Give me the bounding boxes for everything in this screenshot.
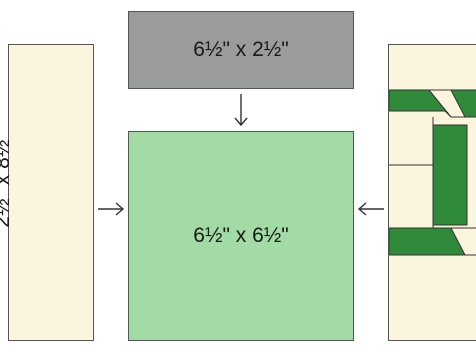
top-piece-dimension-label: 6½" x 2½" (193, 38, 289, 61)
top-fabric-piece (128, 11, 354, 89)
bottom-corner-triangle (450, 227, 476, 256)
arrow-right-icon (98, 202, 125, 216)
arrow-left-icon (357, 202, 384, 216)
arrow-down-icon (234, 94, 248, 127)
center-fabric-piece (128, 131, 354, 341)
top-corner-triangle (427, 89, 466, 118)
center-piece-dimension-label: 6½" x 6½" (193, 224, 289, 247)
left-piece-dimension-text: 2½" x 8½" (0, 132, 15, 228)
right-pieced-block (388, 44, 476, 341)
right-block-pattern (389, 89, 476, 256)
left-fabric-piece (8, 44, 94, 341)
vertical-green-bar (432, 124, 468, 226)
